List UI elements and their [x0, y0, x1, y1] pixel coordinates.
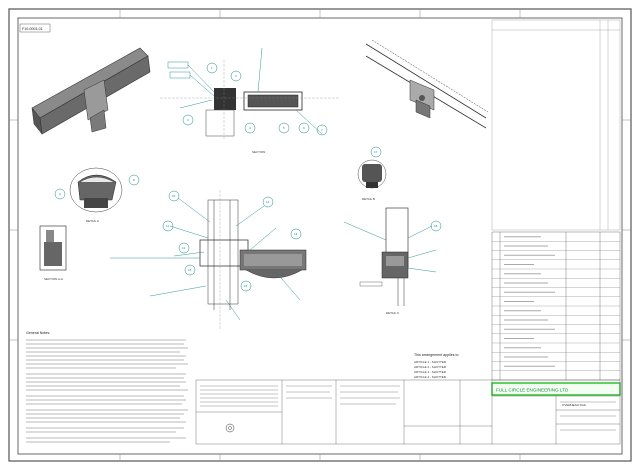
title-block — [195, 379, 621, 445]
callout-circle — [278, 122, 290, 134]
section-view-title: SECTION A-A — [44, 277, 63, 281]
detail-b-view — [357, 146, 387, 189]
callout-number: 14 — [294, 232, 298, 236]
projection-symbol-inner-icon — [228, 426, 232, 430]
revision-table — [491, 19, 621, 231]
assembly-note-line: ARTICLE 4 - SHUTTER — [414, 375, 447, 379]
iso-rail-view — [31, 47, 151, 135]
detail-a-view — [69, 167, 123, 213]
callout-number: 13 — [266, 200, 270, 204]
parts-list-rows — [492, 236, 620, 371]
notes-heading: General Notes: — [26, 331, 50, 335]
sheet-tag-box — [19, 23, 51, 33]
detail-a-title: DETAIL A — [86, 219, 99, 223]
callout-number: 3 — [187, 118, 189, 122]
callout-number: 16 — [188, 268, 192, 272]
section-view-left — [39, 225, 67, 271]
callout-number: 18 — [434, 224, 438, 228]
projection-symbol-icon — [225, 423, 235, 433]
callout-circle — [178, 242, 190, 254]
callout-number: 1 — [211, 66, 213, 70]
callout-number: 15 — [244, 284, 248, 288]
detail-c-leaders — [343, 221, 437, 273]
callout-circle — [262, 196, 274, 208]
callout-circle — [244, 122, 256, 134]
notes-text-lines — [26, 339, 188, 443]
elevation-leaders — [110, 197, 301, 321]
callout-number: 12 — [182, 246, 186, 250]
detail-c-title: DETAIL C — [386, 311, 400, 315]
callout-number: 4 — [249, 126, 251, 130]
assembly-note-line: ARTICLE 3 - SHUTTER — [414, 370, 447, 374]
callout-circle — [290, 228, 302, 240]
callout-circle — [316, 124, 328, 136]
callout-circle — [430, 220, 442, 232]
callout-number: 7 — [321, 128, 323, 132]
callout-circle — [168, 190, 180, 202]
callout-circle — [230, 70, 242, 82]
assembly-note-line: ARTICLE 1 - SHUTTER — [414, 360, 447, 364]
callout-number: 11 — [166, 224, 169, 228]
callout-circle — [184, 264, 196, 276]
sheet-tag: F10-0003-01 — [22, 27, 43, 31]
zone-ticks — [9, 9, 631, 461]
top-section-view — [160, 60, 340, 140]
callout-number: 17 — [374, 150, 378, 154]
title-block-text-lines — [200, 385, 616, 431]
callout-number: 6 — [303, 126, 305, 130]
callout-circle — [54, 188, 66, 200]
top-callouts — [167, 47, 323, 135]
callout-circle — [298, 122, 310, 134]
callout-circle — [162, 220, 174, 232]
callout-number: 9 — [59, 192, 61, 196]
detail-c-view — [359, 207, 409, 306]
callout-number: 10 — [172, 194, 176, 198]
callout-circle — [240, 280, 252, 292]
callout-number: 2 — [235, 74, 237, 78]
company-name: FULL CIRCLE ENGINEERING LTD — [496, 388, 569, 393]
elevation-view — [199, 190, 307, 330]
project-title: OVERHEAD RAIL — [562, 403, 587, 407]
callout-number: 8 — [133, 178, 135, 182]
assembly-note-line: ARTICLE 2 - SHUTTER — [414, 365, 447, 369]
callout-circle — [182, 114, 194, 126]
detail-b-title: DETAIL B — [362, 197, 375, 201]
callout-circle — [128, 174, 140, 186]
callout-circle — [206, 62, 218, 74]
top-view-title: SECTION — [252, 150, 265, 154]
iso-rail-view-right — [365, 39, 489, 129]
assembly-note-heading: This arrangement applies to — [414, 353, 459, 357]
callout-number: 5 — [283, 126, 285, 130]
